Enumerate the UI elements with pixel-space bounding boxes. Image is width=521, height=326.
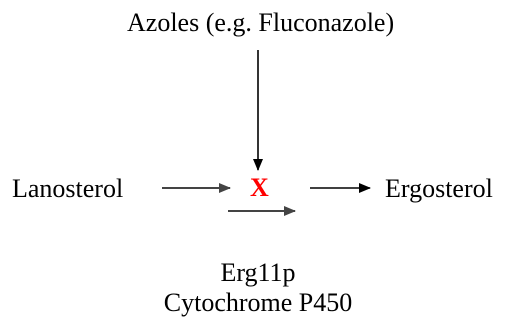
enzyme-class-label: Cytochrome P450: [163, 288, 353, 317]
product-label: Ergosterol: [385, 174, 493, 203]
substrate-label: Lanosterol: [12, 174, 124, 203]
block-mark: X: [250, 173, 269, 202]
inhibitor-label: Azoles (e.g. Fluconazole): [127, 8, 395, 37]
enzyme-name-label: Erg11p: [220, 258, 296, 287]
